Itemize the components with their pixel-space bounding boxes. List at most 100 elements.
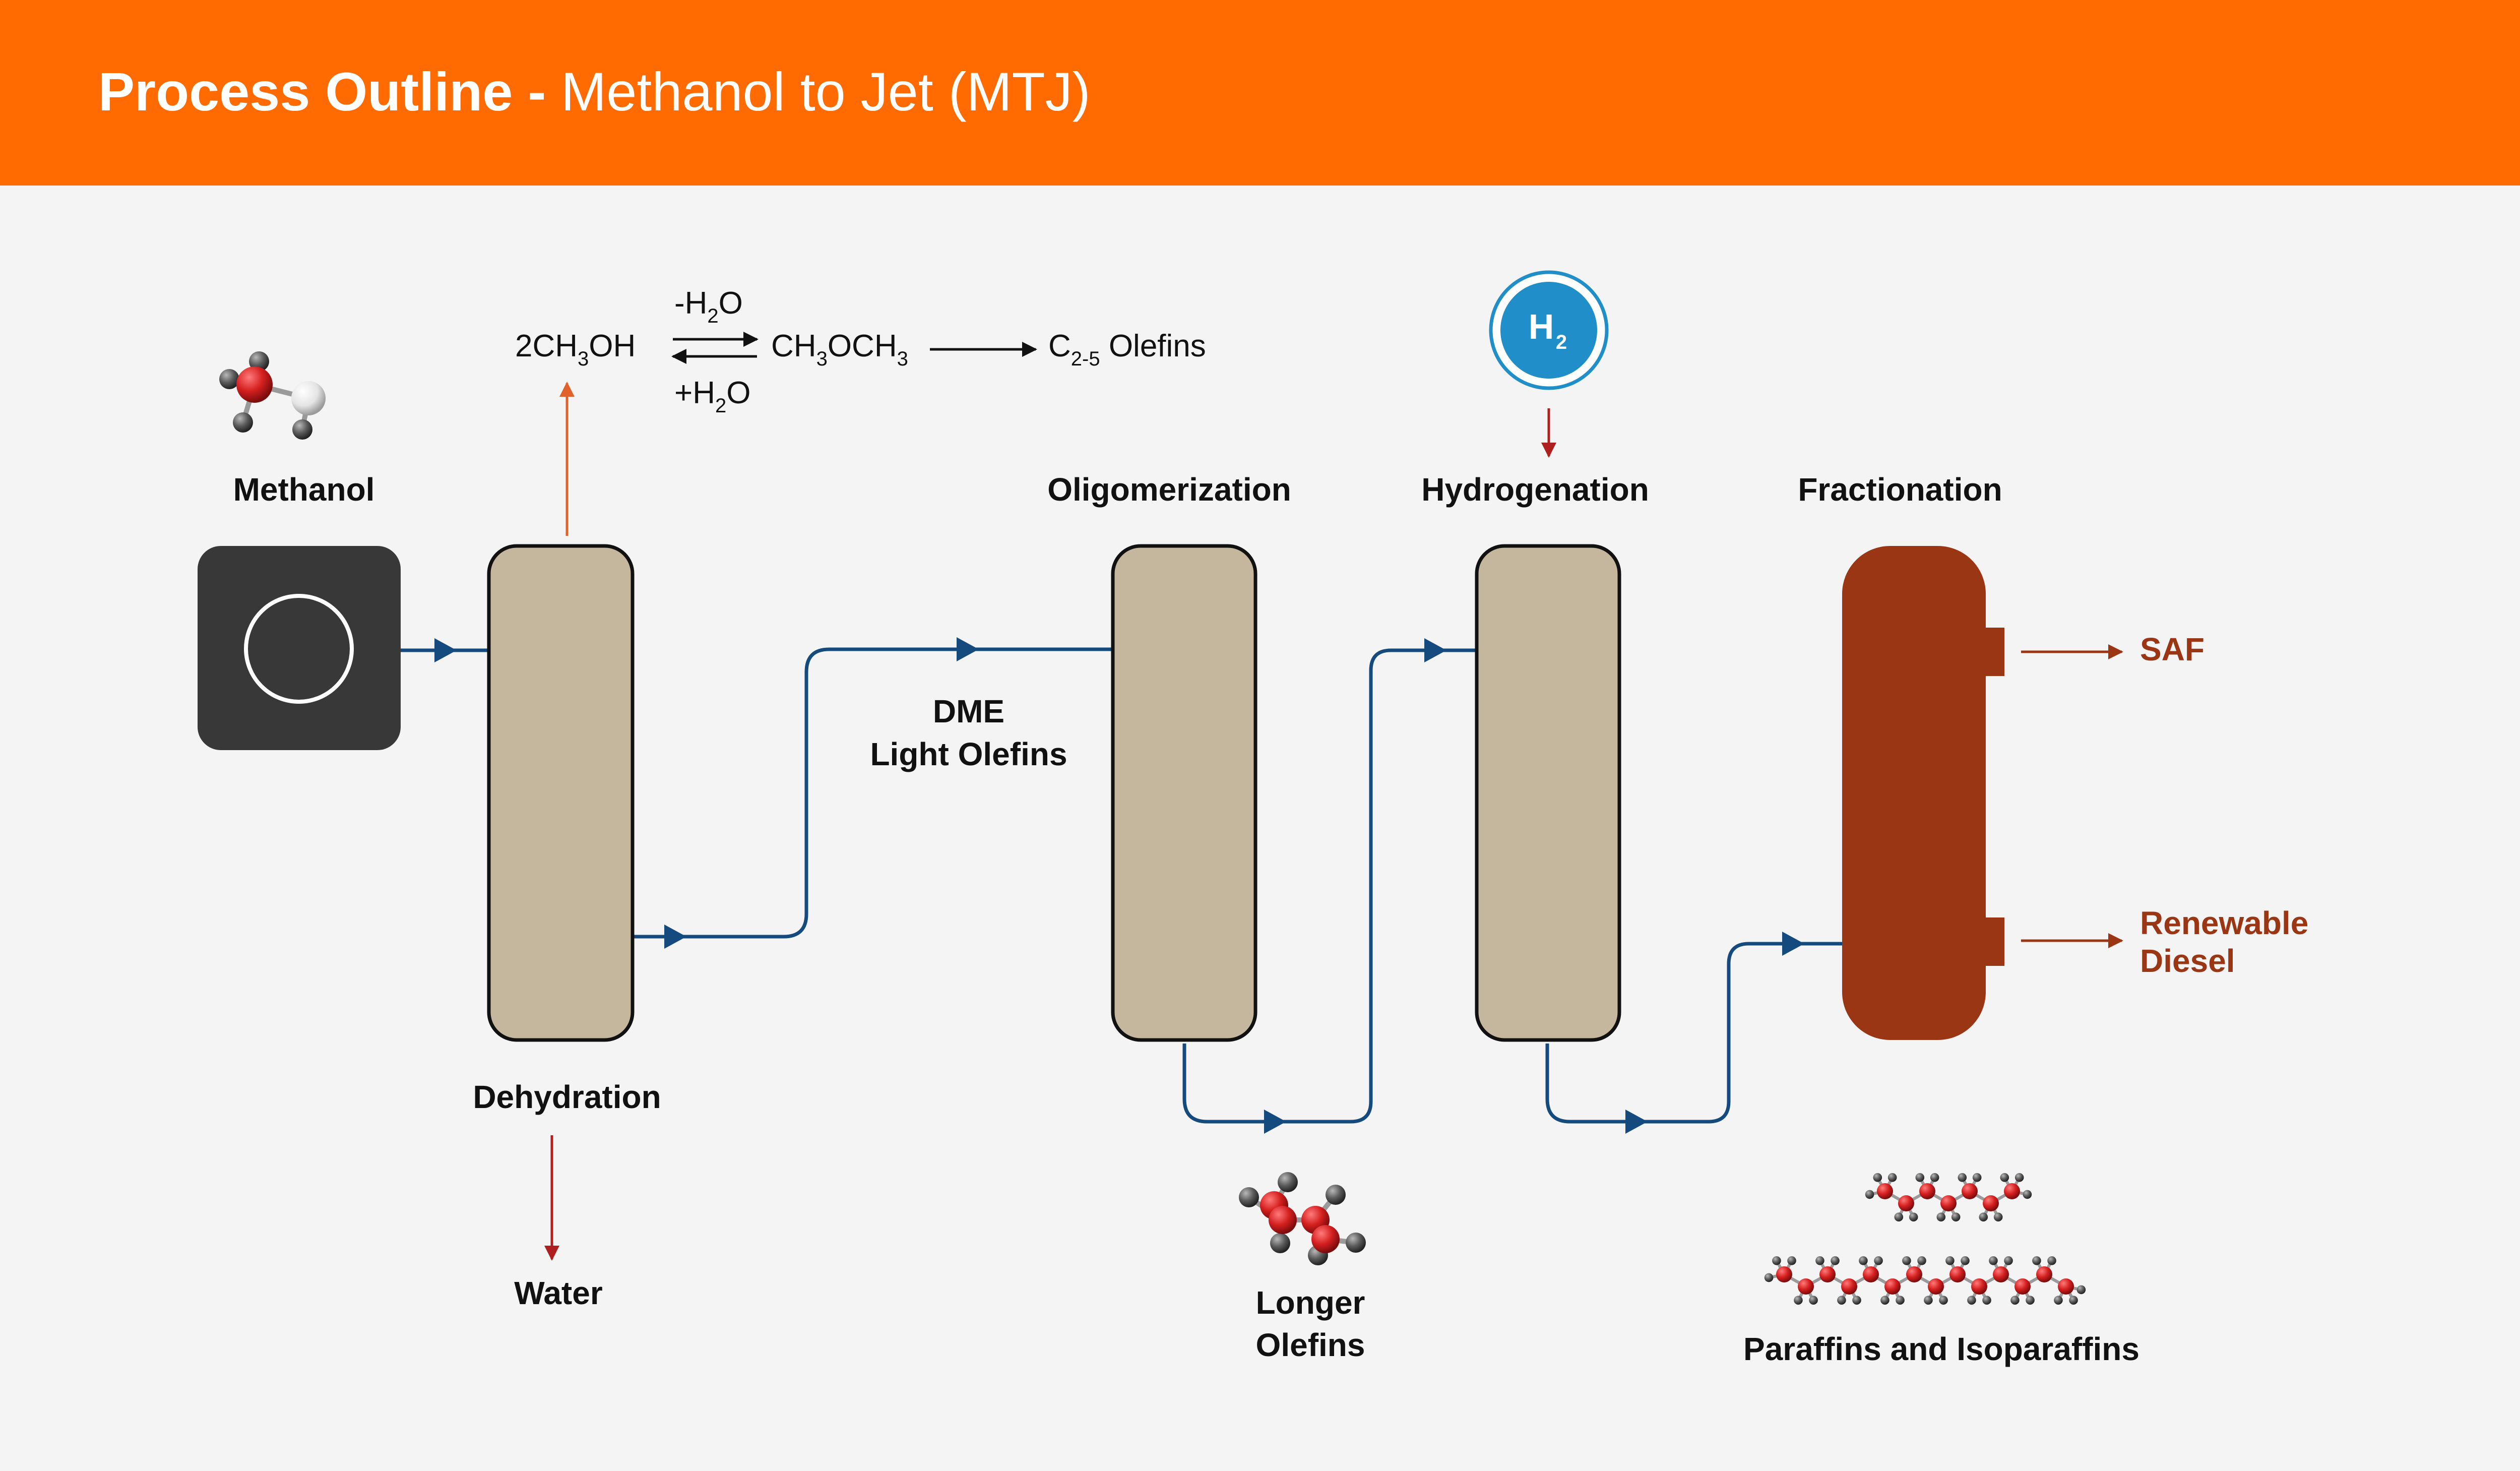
carbon-atom [1906,1266,1922,1282]
paraffin-chain-long [1764,1256,2086,1305]
fractionator-body [1842,546,1986,1040]
dehydration-vessel [487,544,635,1042]
olefins-product: C2-5 Olefins [1048,329,1206,370]
hydrogenation-to-fractionation-line [1545,942,1842,1124]
carbon-atom [1993,1266,2009,1282]
hydrogen-atom [1936,1212,1946,1221]
hydrogen-atom [1945,1256,1955,1265]
hydrogenation-vessel [1475,544,1621,1042]
title-regular: Methanol to Jet (MTJ) [561,61,1091,122]
olefin-molecule-icon [1239,1172,1366,1265]
fractionation-label: Fractionation [1798,471,2002,508]
product-labels: SAF Renewable Diesel [2140,631,2308,979]
hydrogen-atom [1873,1173,1882,1182]
hydrogen-atom [2026,1296,2035,1305]
diesel-draw-off-nozzle [1983,917,2004,966]
hydrogen-atom [1794,1296,1803,1305]
flow-arrow-3 [957,637,979,661]
flow-arrow-6 [1625,1110,1648,1134]
light-olefins-label: Light Olefins [870,736,1067,772]
oligomerization-label: Oligomerization [1047,471,1291,508]
oligomerization-to-hydrogenation-line [1182,648,1477,1124]
dehydration-condition: -H2O [674,286,743,327]
carbon-atom [2004,1183,2020,1199]
carbon-atom [1863,1266,1879,1282]
carbon-atom [1819,1266,1836,1282]
methanol-label: Methanol [233,471,375,508]
flow-arrow-7 [1782,932,1804,956]
dehydration-to-oligomerization-line [633,647,1113,939]
hydrogen-atom [1958,1173,1967,1182]
hydrogen-atom [1939,1296,1948,1305]
carbon-atom [1898,1195,1914,1211]
hydrogen-atom [1917,1256,1926,1265]
hydration-condition: +H2O [674,376,750,417]
dehydration-label: Dehydration [473,1079,661,1115]
hydrogen-atom [2069,1296,2078,1305]
circle-icon [244,594,354,704]
hydrogen-atom [1915,1173,1925,1182]
dme-label: DME [933,693,1004,729]
page-title: Process Outline - Methanol to Jet (MTJ) [98,65,1091,119]
flow-arrow-4 [1264,1110,1286,1134]
olefins-label: Olefins [1256,1327,1365,1363]
hydrogen-atom [1972,1173,1982,1182]
hydrogen-symbol: H [1529,307,1554,346]
carbon-atom [1983,1195,1999,1211]
carbon-atom [2058,1278,2074,1295]
flow-arrow-1 [434,638,457,662]
hydrogen-atom [1902,1256,1911,1265]
hydrogen-atom [1993,1212,2003,1221]
hydrogen-atom [1951,1212,1961,1221]
hydrogen-atom [1961,1256,1970,1265]
methanol-molecule-icon [219,351,326,440]
hydrogen-atom [2047,1256,2056,1265]
carbon-atom [2014,1278,2031,1295]
hydrogen-subscript: 2 [1556,331,1567,353]
methanol-feed-block [198,546,401,750]
hydrogen-atom [1982,1296,1991,1305]
carbon-atom [1940,1195,1957,1211]
hydrogen-atom [1837,1296,1846,1305]
carbon-atom [2036,1266,2052,1282]
paraffin-chain-icon [1764,1173,2086,1305]
reactant-methanol: 2CH3OH [515,329,636,370]
hydrogen-atom [1874,1256,1883,1265]
hydrogen-atom [1930,1173,1939,1182]
hydrogen-atom [2023,1190,2032,1199]
hydrogen-badge: H 2 [1489,270,1609,390]
carbon-atom [1776,1266,1792,1282]
longer-label: Longer [1256,1284,1365,1321]
hydrogen-atom [2010,1296,2020,1305]
carbon-atom [1949,1266,1966,1282]
header-bar: Process Outline - Methanol to Jet (MTJ) [0,0,2520,186]
hydrogen-atom [2014,1173,2024,1182]
fractionation-column [1842,546,2004,1040]
hydrogen-atom [1809,1296,1818,1305]
carbon-atom [1877,1183,1893,1199]
hydrogen-disc [1500,282,1597,379]
hydrogen-atom [1787,1256,1796,1265]
hydrogen-atom [1967,1296,1976,1305]
flow-arrow-2 [664,925,686,949]
paraffins-label: Paraffins and Isoparaffins [1743,1331,2139,1367]
hydrogen-atom [1764,1273,1774,1282]
unit-labels: Methanol Dehydration Water Oligomerizati… [233,471,2139,1367]
saf-draw-off-nozzle [1983,628,2004,676]
equilibrium-arrows [671,332,1037,364]
hydrogen-atom [2004,1256,2013,1265]
hydrogen-atom [1979,1212,1988,1221]
carbon-atom [1928,1278,1944,1295]
flow-direction-arrows [434,637,1804,1134]
hydrogen-atom [1909,1212,1918,1221]
hydrogen-atom [1865,1190,1874,1199]
hydrogen-atom [1924,1296,1933,1305]
carbon-atom [1971,1278,1987,1295]
renewable-label: Renewable [2140,905,2308,941]
hydrogen-atom [2000,1173,2009,1182]
carbon-atom [1962,1183,1978,1199]
carbon-atom [1841,1278,1857,1295]
hydrogen-atom [2076,1285,2086,1295]
hydrogen-atom [1894,1212,1904,1221]
